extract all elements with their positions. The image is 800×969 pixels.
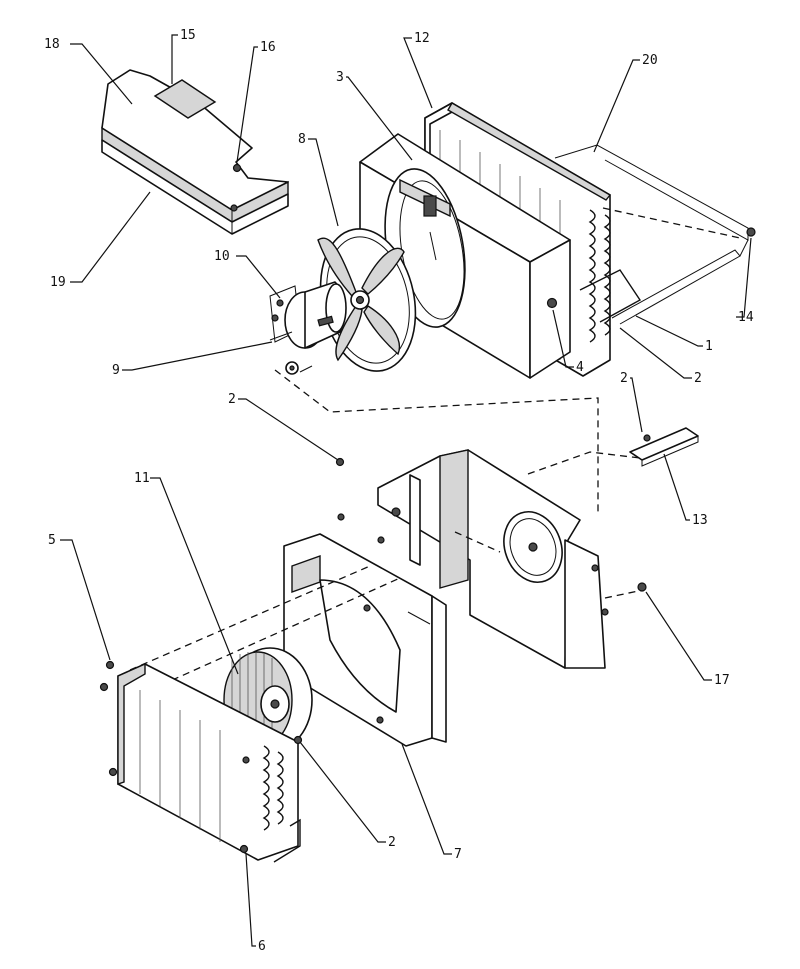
screw-16 <box>230 163 242 212</box>
center-bulkhead <box>337 449 609 669</box>
callout-5: 5 <box>48 533 56 548</box>
motor-mount-screws-10 <box>271 299 284 322</box>
callout-14: 14 <box>738 310 754 325</box>
callout-1: 1 <box>705 339 713 354</box>
fan-blade <box>317 228 417 372</box>
callout-11: 11 <box>134 471 150 486</box>
callout-15: 15 <box>180 28 196 43</box>
evaporator-coil <box>117 662 303 863</box>
bracket-13 <box>629 427 699 467</box>
screw-2-bulkhead <box>335 457 345 467</box>
leader-lines <box>60 34 752 947</box>
callout-labels: 18 15 16 12 20 3 8 19 10 9 4 1 2 14 2 2 … <box>44 28 754 954</box>
screw-17 <box>637 582 647 592</box>
callout-12: 12 <box>414 31 430 46</box>
callout-16: 16 <box>260 40 276 55</box>
callout-2-top: 2 <box>694 371 702 386</box>
fan-shroud <box>359 133 571 379</box>
callout-2-bottom: 2 <box>388 835 396 850</box>
callout-18: 18 <box>44 37 60 52</box>
screws-5-6 <box>99 660 250 854</box>
callout-17: 17 <box>714 673 730 688</box>
callout-3: 3 <box>336 70 344 85</box>
callout-20: 20 <box>642 53 658 68</box>
callout-13: 13 <box>692 513 708 528</box>
fan-motor <box>269 281 347 375</box>
callout-7: 7 <box>454 847 462 862</box>
callout-9: 9 <box>112 363 120 378</box>
top-cover-panel <box>101 69 289 235</box>
callout-2-right: 2 <box>620 371 628 386</box>
coil-frame-20 <box>554 144 749 325</box>
screw-4 <box>546 297 558 309</box>
callout-2-mid: 2 <box>228 392 236 407</box>
callout-6: 6 <box>258 939 266 954</box>
callout-10: 10 <box>214 249 230 264</box>
callout-8: 8 <box>298 132 306 147</box>
callout-4: 4 <box>576 360 584 375</box>
screw-14 <box>746 227 756 237</box>
callout-19: 19 <box>50 275 66 290</box>
